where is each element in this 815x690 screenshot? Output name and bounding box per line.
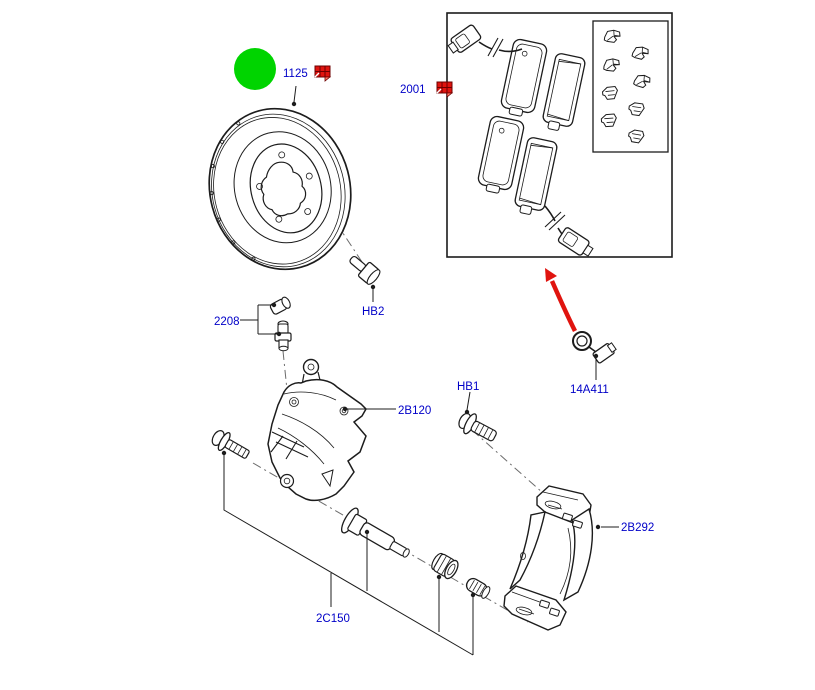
slide-clip-icon	[600, 113, 618, 128]
spring-clip-icon	[603, 57, 621, 73]
brake-caliper	[267, 358, 367, 502]
sensor-connector-icon	[557, 227, 594, 257]
part-label-wear-indicator[interactable]: 14A411	[570, 384, 609, 396]
brake-pad	[500, 38, 548, 117]
part-label-pads-kit[interactable]: 2001	[400, 84, 426, 96]
bleeder-screw	[274, 320, 292, 352]
clips-box-border	[592, 20, 669, 153]
direction-arrow-icon	[545, 268, 578, 333]
pad-clips-set	[600, 28, 652, 145]
new-part-marker-icon	[234, 48, 276, 90]
brake-pad	[477, 115, 525, 194]
brake-pads	[477, 38, 586, 215]
guide-pin-bolt	[211, 430, 250, 459]
leader-lines	[221, 85, 619, 656]
pad-wear-indicator	[572, 331, 617, 364]
sensor-connector-icon	[447, 24, 482, 54]
slide-clip-icon	[627, 101, 646, 117]
caliper-mounting-bolt	[458, 412, 497, 442]
caliper-anchor-bracket	[503, 485, 594, 631]
part-label-disc[interactable]: 1125	[283, 68, 308, 80]
part-label-bleed-screw[interactable]: 2208	[214, 316, 240, 328]
part-label-guide-pin-kit[interactable]: 2C150	[316, 613, 350, 625]
kit-box-border	[446, 12, 673, 258]
wire-break-mark	[487, 37, 504, 58]
service-note-icon	[436, 81, 454, 98]
spring-clip-icon	[603, 28, 622, 44]
pads-kit-box	[446, 12, 673, 258]
disc-retaining-bolt	[349, 255, 381, 285]
service-note-icon	[314, 65, 332, 82]
wire-break-mark	[544, 211, 566, 231]
part-label-caliper[interactable]: 2B120	[398, 405, 431, 417]
guide-pin	[341, 507, 410, 558]
guide-pin-sleeve	[465, 577, 491, 599]
guide-pin-bushing	[431, 552, 459, 580]
slide-clip-icon	[627, 128, 646, 145]
brake-pad	[514, 137, 558, 215]
brake-disc	[208, 107, 352, 271]
part-label-caliper-bolt[interactable]: HB1	[457, 381, 479, 393]
slide-clip-icon	[601, 85, 619, 101]
part-label-hub-bolt[interactable]: HB2	[362, 306, 384, 318]
pad-spring-icon	[270, 431, 309, 460]
spring-clip-icon	[631, 44, 650, 61]
pad-sensor-wires	[447, 24, 594, 257]
part-label-anchor-bracket[interactable]: 2B292	[621, 522, 654, 534]
spring-clip-icon	[632, 72, 652, 90]
brake-pad	[542, 53, 586, 131]
